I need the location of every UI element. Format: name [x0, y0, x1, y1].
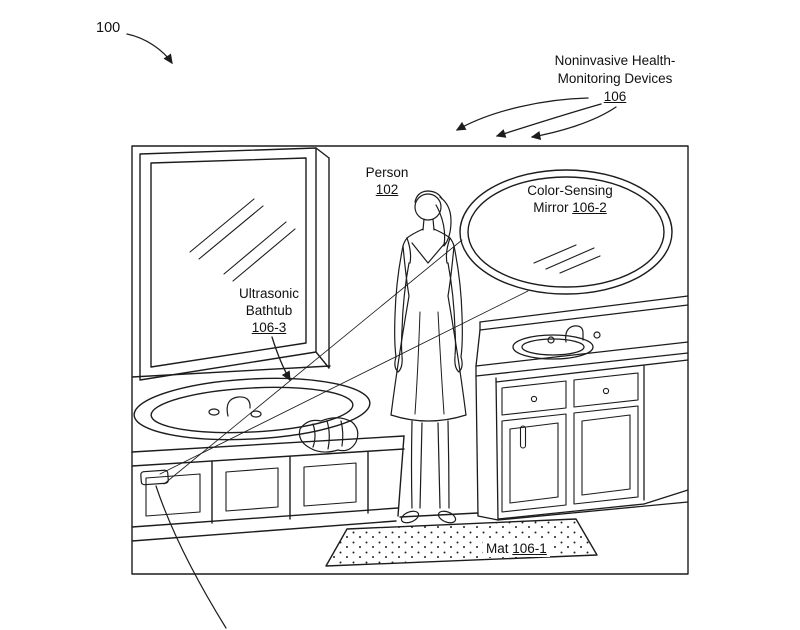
- tub-faucet: [208, 396, 262, 418]
- bathtub-arrow: [271, 336, 291, 382]
- mirror-ref: 106-2: [572, 200, 607, 215]
- deck-device: [140, 469, 227, 629]
- door-handle: [519, 425, 527, 449]
- figure-number-text: 100: [96, 20, 121, 36]
- label-devices: Noninvasive Health- Monitoring Devices 1…: [515, 52, 715, 106]
- sensing-beam-lines: [159, 239, 529, 485]
- device-leader-line: [155, 485, 227, 629]
- mat-ref: 106-1: [512, 541, 547, 556]
- devices-ref: 106: [603, 89, 627, 104]
- person-text: Person: [365, 165, 409, 180]
- figure-number: 100: [96, 20, 120, 37]
- label-person: Person 102: [352, 164, 422, 198]
- devices-fan-arrows: [455, 97, 617, 140]
- label-mirror: Color-Sensing Mirror 106-2: [500, 182, 640, 216]
- mirror-text: Mirror: [533, 200, 569, 215]
- mirror-line2: Mirror 106-2: [500, 199, 640, 216]
- bathtub-drawing: [131, 365, 479, 542]
- mirror-line1: Color-Sensing: [527, 183, 613, 198]
- label-bathtub: Ultrasonic Bathtub 106-3: [223, 285, 315, 336]
- label-mat: Mat 106-1: [483, 540, 550, 557]
- vanity-drawing: [475, 295, 689, 521]
- bathtub-ref: 106-3: [251, 320, 287, 335]
- towel: [298, 417, 359, 453]
- dress-neckline: [411, 242, 446, 264]
- hair: [414, 190, 443, 203]
- bathtub-line2: Bathtub: [245, 303, 293, 318]
- person-ref: 102: [375, 182, 399, 197]
- mat-text: Mat: [486, 541, 509, 556]
- ponytail: [435, 196, 452, 247]
- devices-line1: Noninvasive Health-: [554, 53, 676, 68]
- mat-drawing: [325, 518, 598, 567]
- mirror-drawing: [459, 169, 673, 295]
- vanity-faucet: [547, 325, 601, 344]
- person-drawing: [390, 190, 467, 524]
- devices-line2: Monitoring Devices: [557, 71, 673, 86]
- bathtub-line1: Ultrasonic: [238, 286, 300, 301]
- fig-number-arrow: [126, 33, 173, 65]
- window-drawing: [139, 147, 330, 381]
